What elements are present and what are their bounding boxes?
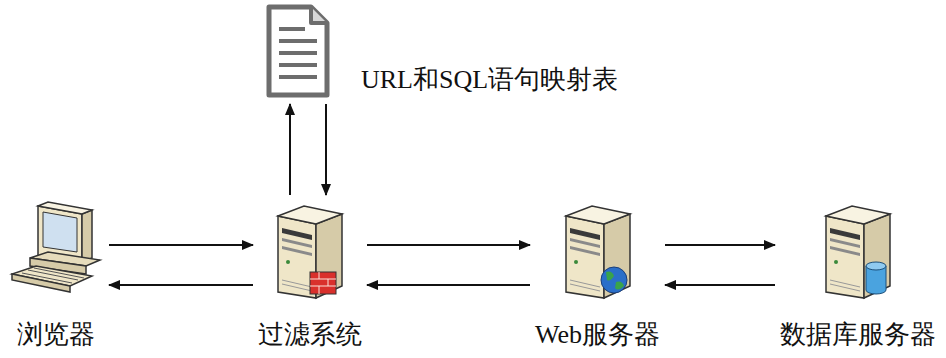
doc-icon [265, 3, 331, 99]
flow-arrow [665, 284, 775, 286]
node-label: 浏览器 [17, 320, 95, 350]
node-label: 数据库服务器 [780, 320, 936, 350]
browser-node: 浏览器 [8, 200, 104, 350]
pc-icon [8, 200, 104, 300]
flow-arrow [367, 244, 530, 246]
flow-arrow [289, 104, 291, 195]
filter-system-node: 过滤系统 [258, 200, 362, 350]
flow-arrow [325, 104, 327, 195]
node-label: Web服务器 [535, 320, 660, 350]
node-label: 过滤系统 [258, 320, 362, 350]
mapping-table-document: URL和SQL语句映射表 [265, 3, 619, 99]
flow-arrow [367, 284, 530, 286]
flow-arrow [109, 284, 253, 286]
database-server-node: 数据库服务器 [780, 200, 936, 350]
node-label: URL和SQL语句映射表 [361, 65, 618, 95]
fw-icon [272, 200, 348, 300]
flow-arrow [665, 244, 775, 246]
db-icon [820, 200, 896, 300]
web-server-node: Web服务器 [535, 200, 660, 350]
flow-arrow [109, 244, 253, 246]
web-icon [560, 200, 636, 300]
